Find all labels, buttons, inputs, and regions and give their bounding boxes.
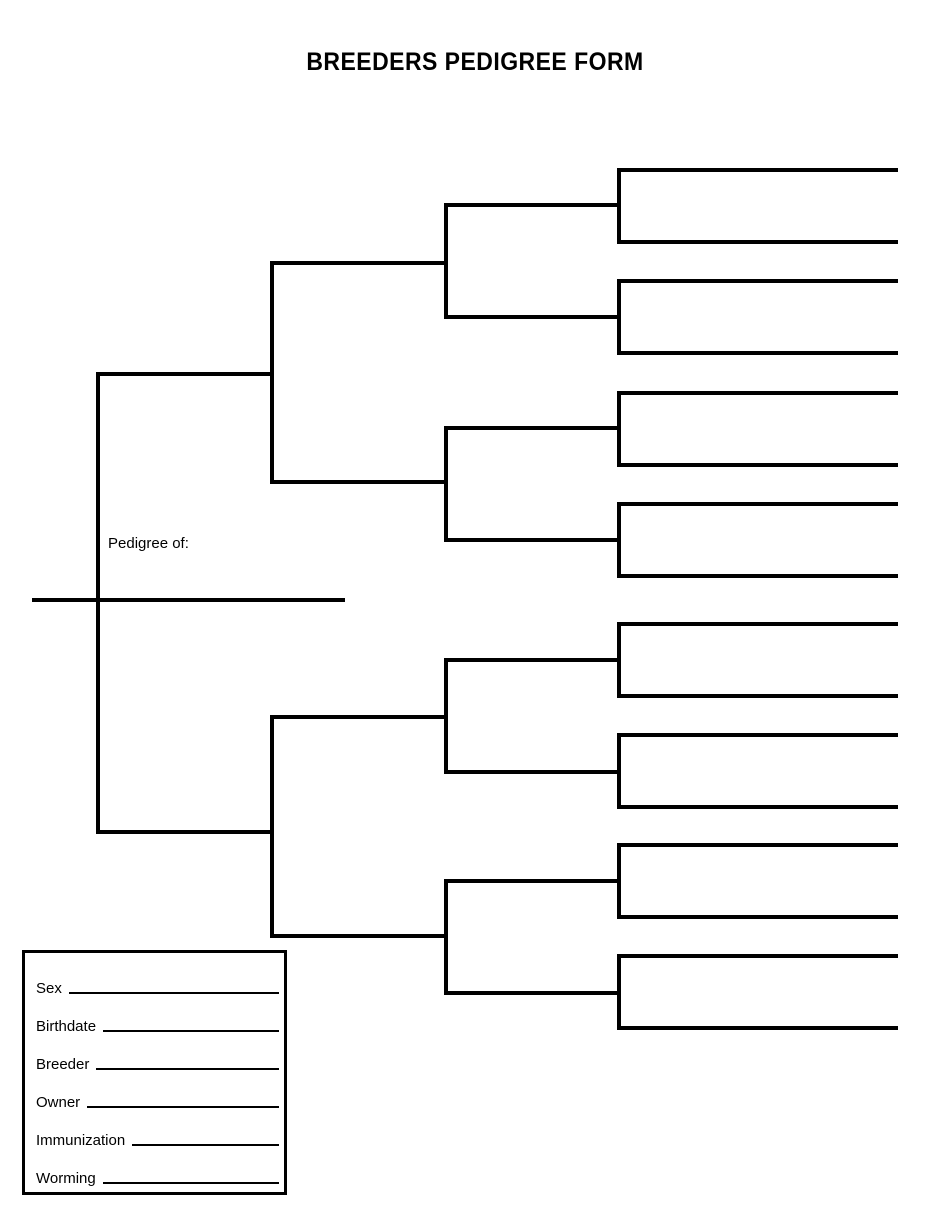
gen4-box-left-rule <box>617 502 621 578</box>
gen4-box-top-rule <box>617 733 898 737</box>
info-label-immunization: Immunization <box>36 1132 126 1149</box>
gen4-box-bottom-rule <box>617 240 898 244</box>
gen4-entry-box-8[interactable] <box>617 954 898 1030</box>
gen2-dam-top-line[interactable] <box>270 715 448 719</box>
gen4-box-left-rule <box>617 391 621 467</box>
info-row-owner[interactable]: Owner <box>36 1079 279 1111</box>
gen4-box-top-rule <box>617 622 898 626</box>
gen3-bracket-b-vertical-connector <box>444 426 448 542</box>
gen3-bracket-d-top-line[interactable] <box>444 879 621 883</box>
info-label-sex: Sex <box>36 980 62 997</box>
gen4-box-bottom-rule <box>617 694 898 698</box>
gen3-bracket-c-vertical-connector <box>444 658 448 774</box>
gen4-box-bottom-rule <box>617 574 898 578</box>
page-title: BREEDERS PEDIGREE FORM <box>306 48 644 76</box>
gen3-bracket-c-bottom-line[interactable] <box>444 770 621 774</box>
gen4-box-bottom-rule <box>617 463 898 467</box>
subject-label: Pedigree of: <box>108 535 189 552</box>
info-write-in-line-breeder[interactable] <box>96 1068 279 1070</box>
gen2-dam-vertical-connector <box>270 715 274 938</box>
info-row-birthdate[interactable]: Birthdate <box>36 1003 279 1035</box>
gen2-sire-vertical-connector <box>270 261 274 484</box>
info-row-worming[interactable]: Worming <box>36 1155 279 1187</box>
gen4-box-bottom-rule <box>617 351 898 355</box>
gen4-box-left-rule <box>617 279 621 355</box>
info-label-breeder: Breeder <box>36 1056 90 1073</box>
gen3-bracket-b-bottom-line[interactable] <box>444 538 621 542</box>
gen4-box-bottom-rule <box>617 915 898 919</box>
info-write-in-line-immunization[interactable] <box>132 1144 279 1146</box>
gen2-sire-bottom-line[interactable] <box>270 480 448 484</box>
gen2-branch-dam <box>96 830 274 834</box>
gen4-entry-box-7[interactable] <box>617 843 898 919</box>
gen3-bracket-b-top-line[interactable] <box>444 426 621 430</box>
gen4-entry-box-1[interactable] <box>617 168 898 244</box>
info-write-in-line-owner[interactable] <box>87 1106 279 1108</box>
gen3-bracket-c-top-line[interactable] <box>444 658 621 662</box>
info-row-immunization[interactable]: Immunization <box>36 1117 279 1149</box>
gen4-box-top-rule <box>617 843 898 847</box>
info-write-in-line-sex[interactable] <box>68 992 279 994</box>
info-write-in-line-birthdate[interactable] <box>103 1030 279 1032</box>
gen2-branch-sire <box>96 372 274 376</box>
subject-write-in-line[interactable] <box>32 598 345 602</box>
gen4-box-left-rule <box>617 733 621 809</box>
gen4-box-bottom-rule <box>617 805 898 809</box>
gen3-bracket-a-bottom-line[interactable] <box>444 315 621 319</box>
gen4-box-top-rule <box>617 168 898 172</box>
gen3-bracket-a-vertical-connector <box>444 203 448 319</box>
gen2-dam-bottom-line[interactable] <box>270 934 448 938</box>
gen4-entry-box-2[interactable] <box>617 279 898 355</box>
gen4-entry-box-4[interactable] <box>617 502 898 578</box>
info-row-breeder[interactable]: Breeder <box>36 1041 279 1073</box>
gen3-bracket-d-vertical-connector <box>444 879 448 995</box>
gen4-entry-box-3[interactable] <box>617 391 898 467</box>
info-label-worming: Worming <box>36 1170 96 1187</box>
info-label-birthdate: Birthdate <box>36 1018 97 1035</box>
info-label-owner: Owner <box>36 1094 81 1111</box>
gen4-entry-box-6[interactable] <box>617 733 898 809</box>
gen4-entry-box-5[interactable] <box>617 622 898 698</box>
gen4-box-top-rule <box>617 502 898 506</box>
gen3-bracket-d-bottom-line[interactable] <box>444 991 621 995</box>
gen4-box-left-rule <box>617 954 621 1030</box>
trunk-vertical-connector <box>96 372 100 834</box>
gen4-box-top-rule <box>617 391 898 395</box>
gen4-box-top-rule <box>617 954 898 958</box>
animal-info-box: Sex Birthdate Breeder Owner Immunization… <box>22 950 287 1195</box>
gen2-sire-top-line[interactable] <box>270 261 448 265</box>
gen4-box-top-rule <box>617 279 898 283</box>
info-row-sex[interactable]: Sex <box>36 965 279 997</box>
gen4-box-left-rule <box>617 622 621 698</box>
gen4-box-bottom-rule <box>617 1026 898 1030</box>
gen4-box-left-rule <box>617 843 621 919</box>
gen4-box-left-rule <box>617 168 621 244</box>
gen3-bracket-a-top-line[interactable] <box>444 203 621 207</box>
info-write-in-line-worming[interactable] <box>102 1182 279 1184</box>
